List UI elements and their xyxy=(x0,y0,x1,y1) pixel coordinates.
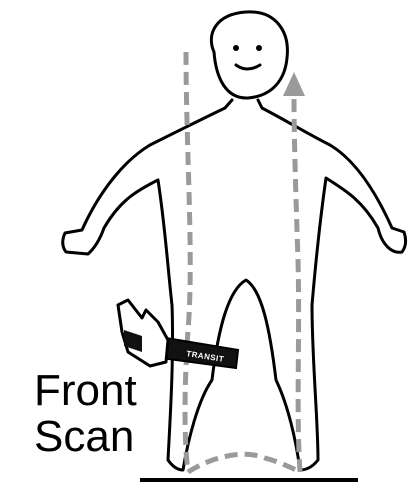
caption-line-scan: Scan xyxy=(34,414,134,460)
scan-path-arrowhead xyxy=(283,72,305,96)
caption-line-front: Front xyxy=(34,368,137,414)
scan-path-arrow-icon xyxy=(185,52,300,472)
